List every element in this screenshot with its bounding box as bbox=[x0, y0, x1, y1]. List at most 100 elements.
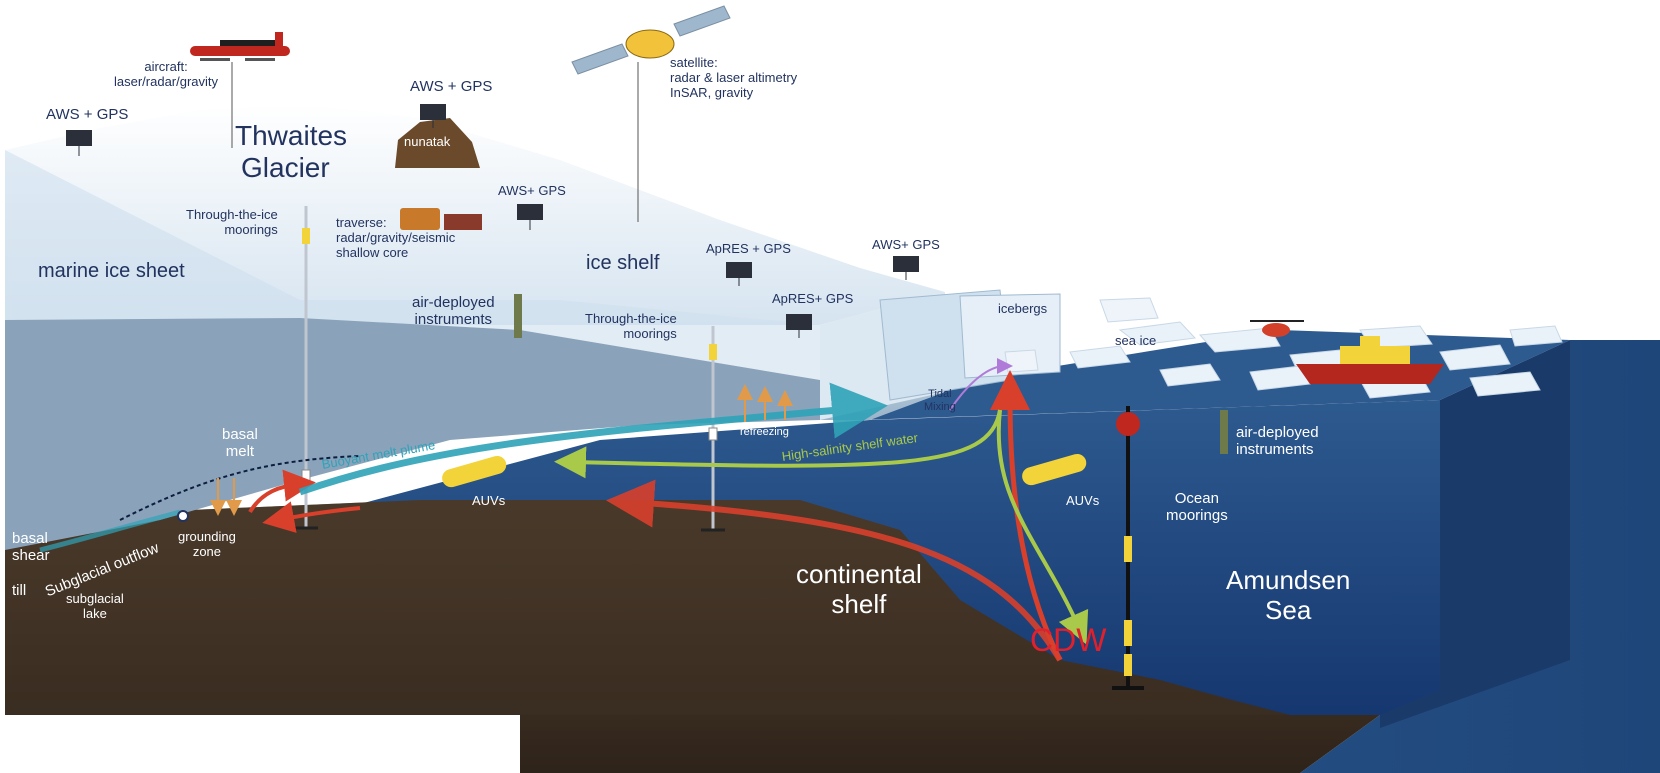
grounding-zone-label-line1: grounding bbox=[178, 529, 236, 544]
satellite-label-line1: radar & laser altimetry bbox=[670, 69, 798, 85]
through-ice-moorings-label-left-line1: Through-the-ice bbox=[186, 207, 278, 222]
continental-shelf-label-line1: continental bbox=[796, 559, 922, 589]
air-deployed-label-1-line1: air-deployed bbox=[412, 294, 495, 311]
satellite-label-title: satellite: bbox=[670, 55, 718, 70]
amundsen-sea-label-line1: Amundsen bbox=[1226, 565, 1351, 595]
amundsen-sea-label: Amundsen Sea bbox=[1226, 565, 1351, 626]
ocean-moorings-label: Ocean moorings bbox=[1166, 490, 1228, 525]
through-ice-moorings-label-left-line2: moorings bbox=[224, 221, 278, 237]
grounding-zone-marker bbox=[177, 510, 189, 522]
hssw-arrow-1 bbox=[554, 409, 1002, 479]
traverse-label-line1: radar/gravity/seismic bbox=[336, 229, 456, 245]
basal-shear-label: basal shear bbox=[12, 530, 50, 565]
through-ice-mooring-center bbox=[701, 326, 725, 532]
aircraft-label: aircraft: laser/radar/gravity bbox=[114, 59, 219, 90]
through-ice-moorings-label-center-line1: Through-the-ice bbox=[585, 311, 677, 326]
sea-ice-label: sea ice bbox=[1115, 333, 1157, 348]
air-deployed-label-2-line1: air-deployed bbox=[1236, 424, 1319, 441]
air-deployed-instrument-icon-2 bbox=[1220, 410, 1228, 454]
auv-icon-right bbox=[1022, 453, 1087, 486]
subglacial-outflow-band bbox=[39, 509, 181, 553]
ice-sheet-front bbox=[5, 150, 820, 380]
traverse-label-title: traverse: bbox=[336, 215, 387, 230]
air-deployed-label-1-line2: instruments bbox=[414, 311, 493, 329]
basal-melt-arrows bbox=[210, 478, 242, 516]
iceberg-piece bbox=[1004, 349, 1039, 373]
aircraft-label-title: aircraft: bbox=[144, 59, 188, 74]
tidal-mixing-label-line2: Mixing bbox=[924, 400, 956, 413]
aws-gps-label-nunatak: AWS + GPS bbox=[410, 78, 493, 95]
buoyant-melt-plume-arrow bbox=[298, 382, 888, 496]
tidal-mixing-label-line1: Tidal bbox=[928, 388, 952, 400]
glacier-name-line1: Thwaites bbox=[235, 120, 348, 151]
through-ice-moorings-label-left: Through-the-ice moorings bbox=[186, 207, 278, 238]
nunatak-rock bbox=[395, 118, 480, 168]
apres-gps-station-icon-lower bbox=[786, 314, 812, 338]
satellite-label-line2: InSAR, gravity bbox=[670, 84, 754, 100]
satellite-icon bbox=[571, 5, 731, 75]
traverse-vehicle-icon bbox=[400, 208, 482, 230]
air-deployed-label-2-line2: instruments bbox=[1236, 441, 1314, 459]
glacier-name: Thwaites Glacier bbox=[235, 120, 347, 184]
marine-ice-sheet-label: marine ice sheet bbox=[38, 260, 185, 282]
through-ice-moorings-label-center-line2: moorings bbox=[623, 325, 677, 341]
iceberg-small bbox=[1099, 297, 1159, 323]
aws-gps-station-icon-left bbox=[66, 130, 92, 156]
ice-shelf-label: ice shelf bbox=[586, 252, 660, 274]
ocean-moorings-label-line2: moorings bbox=[1166, 507, 1228, 525]
ocean-mooring-icon bbox=[1112, 406, 1144, 690]
subglacial-lake-label-line2: lake bbox=[82, 605, 107, 621]
aws-gps-station-icon-front bbox=[893, 256, 919, 280]
subglacial-lake-label: subglacial lake bbox=[66, 591, 124, 622]
aws-gps-station-icon-nunatak bbox=[420, 104, 446, 128]
subglacial-lake-label-line1: subglacial bbox=[66, 591, 124, 606]
refreezing-label: refreezing bbox=[740, 426, 789, 438]
apres-gps-label-lower: ApRES+ GPS bbox=[772, 291, 854, 306]
basal-shear-label-line2: shear bbox=[12, 547, 50, 565]
auvs-label-right: AUVs bbox=[1066, 493, 1100, 508]
tidal-mixing-arrows bbox=[949, 358, 1013, 411]
tidal-mixing-label: Tidal Mixing bbox=[924, 388, 956, 413]
aws-gps-label-mid: AWS+ GPS bbox=[498, 183, 566, 198]
basal-melt-label: basal melt bbox=[222, 426, 258, 461]
air-deployed-label-1: air-deployed instruments bbox=[412, 294, 495, 329]
cdw-arrow-grounding bbox=[262, 501, 361, 533]
basal-melt-label-line2: melt bbox=[225, 443, 255, 461]
traverse-label-line2: shallow core bbox=[336, 244, 409, 260]
auvs-label-left: AUVs bbox=[472, 493, 506, 508]
aircraft-icon bbox=[190, 32, 290, 61]
aircraft-label-detail: laser/radar/gravity bbox=[114, 73, 219, 89]
refreezing-arrows bbox=[737, 384, 793, 422]
bedrock-front bbox=[5, 500, 1380, 715]
icebreaker-ship-icon bbox=[1296, 336, 1444, 384]
air-deployed-label-2: air-deployed instruments bbox=[1236, 424, 1319, 459]
cdw-arrow-inflow-1 bbox=[606, 479, 1063, 662]
traverse-label: traverse: radar/gravity/seismic shallow … bbox=[336, 215, 456, 261]
basal-melt-dashes bbox=[119, 455, 361, 521]
icebergs-label: icebergs bbox=[998, 301, 1048, 316]
glacier-name-line2: Glacier bbox=[241, 152, 330, 184]
helicopter-icon bbox=[1250, 320, 1304, 337]
apres-gps-label-upper: ApRES + GPS bbox=[706, 241, 791, 256]
continental-shelf-label-line2: shelf bbox=[831, 588, 887, 619]
amundsen-sea-label-line2: Sea bbox=[1265, 594, 1312, 625]
nunatak-label: nunatak bbox=[404, 134, 451, 149]
auv-icon-left bbox=[442, 455, 507, 488]
hssw-arrow-2 bbox=[996, 409, 1089, 645]
through-ice-moorings-label-center: Through-the-ice moorings bbox=[585, 311, 677, 342]
grounding-zone-label: grounding zone bbox=[178, 529, 236, 560]
basal-melt-label-line1: basal bbox=[222, 426, 258, 443]
aws-gps-label-front: AWS+ GPS bbox=[872, 237, 940, 252]
ocean-moorings-label-line1: Ocean bbox=[1174, 490, 1219, 507]
satellite-label: satellite: radar & laser altimetry InSAR… bbox=[670, 55, 798, 101]
continental-shelf-label: continental shelf bbox=[796, 559, 922, 620]
cdw-label: CDW bbox=[1030, 622, 1107, 658]
aws-gps-station-icon-mid bbox=[517, 204, 543, 230]
cdw-arrow-recirc bbox=[248, 469, 316, 514]
aws-gps-label-left: AWS + GPS bbox=[46, 106, 129, 123]
grounded-ice-body bbox=[5, 318, 820, 550]
till-label: till bbox=[12, 582, 27, 599]
apres-gps-station-icon-upper bbox=[726, 262, 752, 286]
grounding-zone-label-line2: zone bbox=[192, 543, 222, 559]
air-deployed-instrument-icon-1 bbox=[514, 294, 522, 338]
